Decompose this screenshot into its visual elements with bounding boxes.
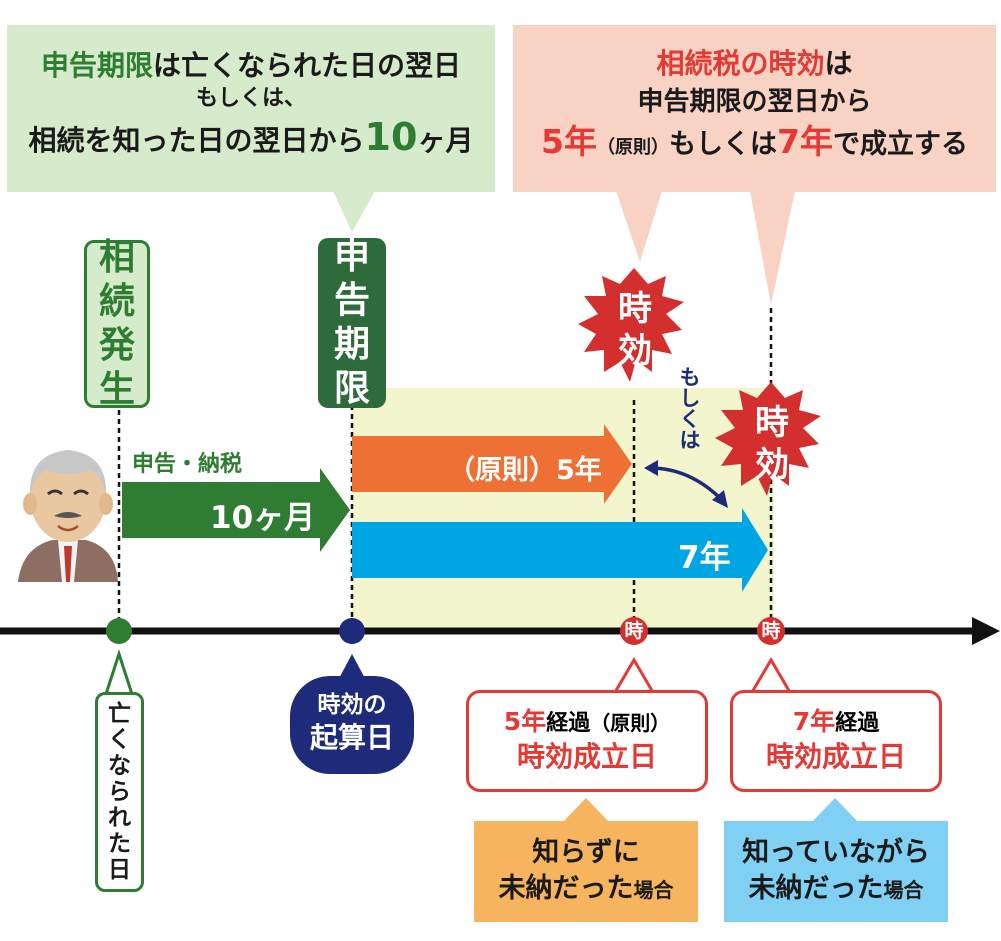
seven-callout-pointer bbox=[748, 657, 794, 696]
or-curve-arrowhead-left bbox=[644, 460, 658, 476]
deadline-box-pointer bbox=[333, 191, 375, 232]
five-callout-pointer bbox=[611, 657, 657, 696]
seven-year-marker-char: 時 bbox=[761, 620, 781, 642]
death-date-label: 亡 く な ら れ た 日 bbox=[95, 692, 144, 892]
elderly-man-illustration bbox=[18, 450, 118, 582]
statute-explanation-line2: 申告期限の翌日から bbox=[637, 86, 872, 117]
known-box-pointer bbox=[812, 798, 858, 822]
five-year-dot bbox=[620, 617, 648, 645]
burst-5y bbox=[578, 268, 684, 382]
burst-7y-text: 時 効 bbox=[755, 403, 789, 485]
timeline-arrowhead bbox=[972, 617, 1000, 645]
deadline-explanation-box: 申告期限は亡くなられた日の翌日 もしくは、 相続を知った日の翌日から10ヶ月 bbox=[7, 25, 495, 192]
inheritance-occurrence-tag: 相 続 発 生 bbox=[84, 237, 150, 410]
or-label: もしくは bbox=[677, 366, 701, 450]
statute-origin-label: 時効の 起算日 bbox=[290, 676, 414, 774]
seven-year-dot bbox=[757, 617, 785, 645]
burst-7y bbox=[715, 382, 821, 496]
unknown-box-pointer bbox=[563, 798, 609, 822]
statute-period-highlight bbox=[352, 388, 774, 630]
statute-box-pointer-7y bbox=[750, 191, 795, 305]
ten-month-label: 10ヶ月 bbox=[210, 500, 316, 536]
filing-deadline-tag: 申 告 期 限 bbox=[318, 236, 386, 409]
five-year-callout-line2: 時効成立日 bbox=[516, 740, 657, 773]
unknown-unpaid-box: 知らずに 未納だった場合 bbox=[474, 821, 698, 922]
statute-explanation-line3: 5年（原則）もしくは7年で成立する bbox=[541, 121, 968, 161]
known-unpaid-box: 知っていながら 未納だった場合 bbox=[724, 821, 948, 922]
burst-5y-text: 時 効 bbox=[618, 289, 652, 371]
seven-year-callout: 7年経過 時効成立日 bbox=[730, 690, 942, 792]
five-year-marker-char: 時 bbox=[624, 620, 644, 642]
statute-box-pointer-5y bbox=[616, 191, 662, 262]
death-dot bbox=[106, 618, 132, 644]
seven-year-arrow bbox=[352, 508, 768, 592]
seven-year-callout-line2: 時効成立日 bbox=[765, 740, 906, 773]
death-label-pointer bbox=[103, 649, 135, 696]
ten-month-arrow bbox=[122, 468, 350, 552]
seven-year-callout-line1: 7年経過 bbox=[792, 707, 880, 736]
five-year-arrow bbox=[352, 424, 632, 504]
five-year-label: （原則）5年 bbox=[448, 455, 602, 486]
known-unpaid-line2: 未納だった場合 bbox=[748, 873, 924, 904]
deadline-explanation-line1: 申告期限は亡くなられた日の翌日 bbox=[40, 49, 462, 82]
deadline-explanation-line3: 相続を知った日の翌日から10ヶ月 bbox=[28, 114, 474, 159]
statute-explanation-box: 相続税の時効は 申告期限の翌日から 5年（原則）もしくは7年で成立する bbox=[513, 25, 996, 192]
seven-year-label: 7年 bbox=[678, 540, 731, 576]
origin-dot bbox=[339, 618, 365, 644]
five-year-callout: 5年経過（原則） 時効成立日 bbox=[466, 690, 708, 792]
statute-explanation-line1: 相続税の時効は bbox=[656, 47, 853, 80]
five-year-callout-line1: 5年経過（原則） bbox=[503, 707, 671, 736]
filing-label: 申告・納税 bbox=[132, 452, 243, 477]
or-curve-arrowhead-right bbox=[712, 490, 728, 508]
deadline-explanation-line2: もしくは、 bbox=[195, 85, 306, 111]
unknown-unpaid-line2: 未納だった場合 bbox=[498, 873, 674, 904]
